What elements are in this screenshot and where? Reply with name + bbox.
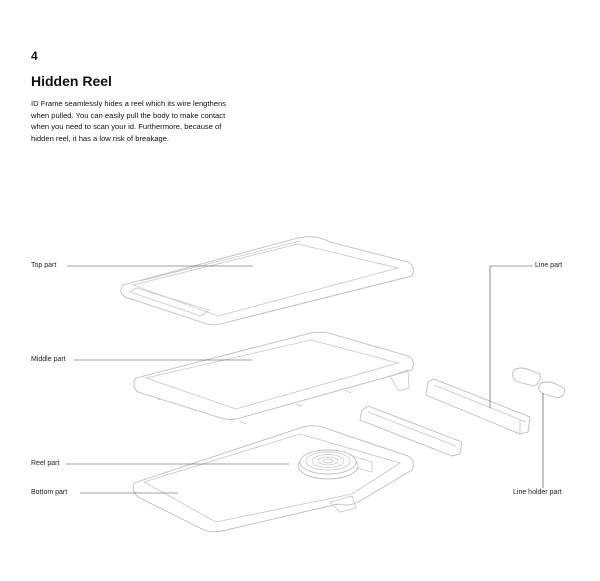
label-bottom-part: Bottom part	[31, 489, 68, 496]
bottom-part-shape	[132, 425, 414, 533]
label-middle-part: Middle part	[31, 356, 66, 363]
description-text: ID Frame seamlessly hides a reel which i…	[31, 99, 226, 143]
label-top-part: Top part	[31, 262, 57, 269]
line-part-leader	[489, 265, 533, 408]
page-number: 4	[31, 49, 38, 63]
label-reel-part: Reel part	[31, 460, 60, 467]
label-line-holder-part: Line holder part	[513, 489, 562, 496]
line-small-shape	[359, 405, 463, 457]
label-line-part: Line part	[535, 262, 563, 269]
page-title: Hidden Reel	[31, 73, 112, 89]
line-part-shape	[425, 378, 531, 435]
middle-part-shape	[133, 331, 414, 425]
line-holder-shape	[512, 367, 565, 399]
top-part-shape	[120, 236, 414, 326]
reel-part-shape	[297, 449, 373, 480]
